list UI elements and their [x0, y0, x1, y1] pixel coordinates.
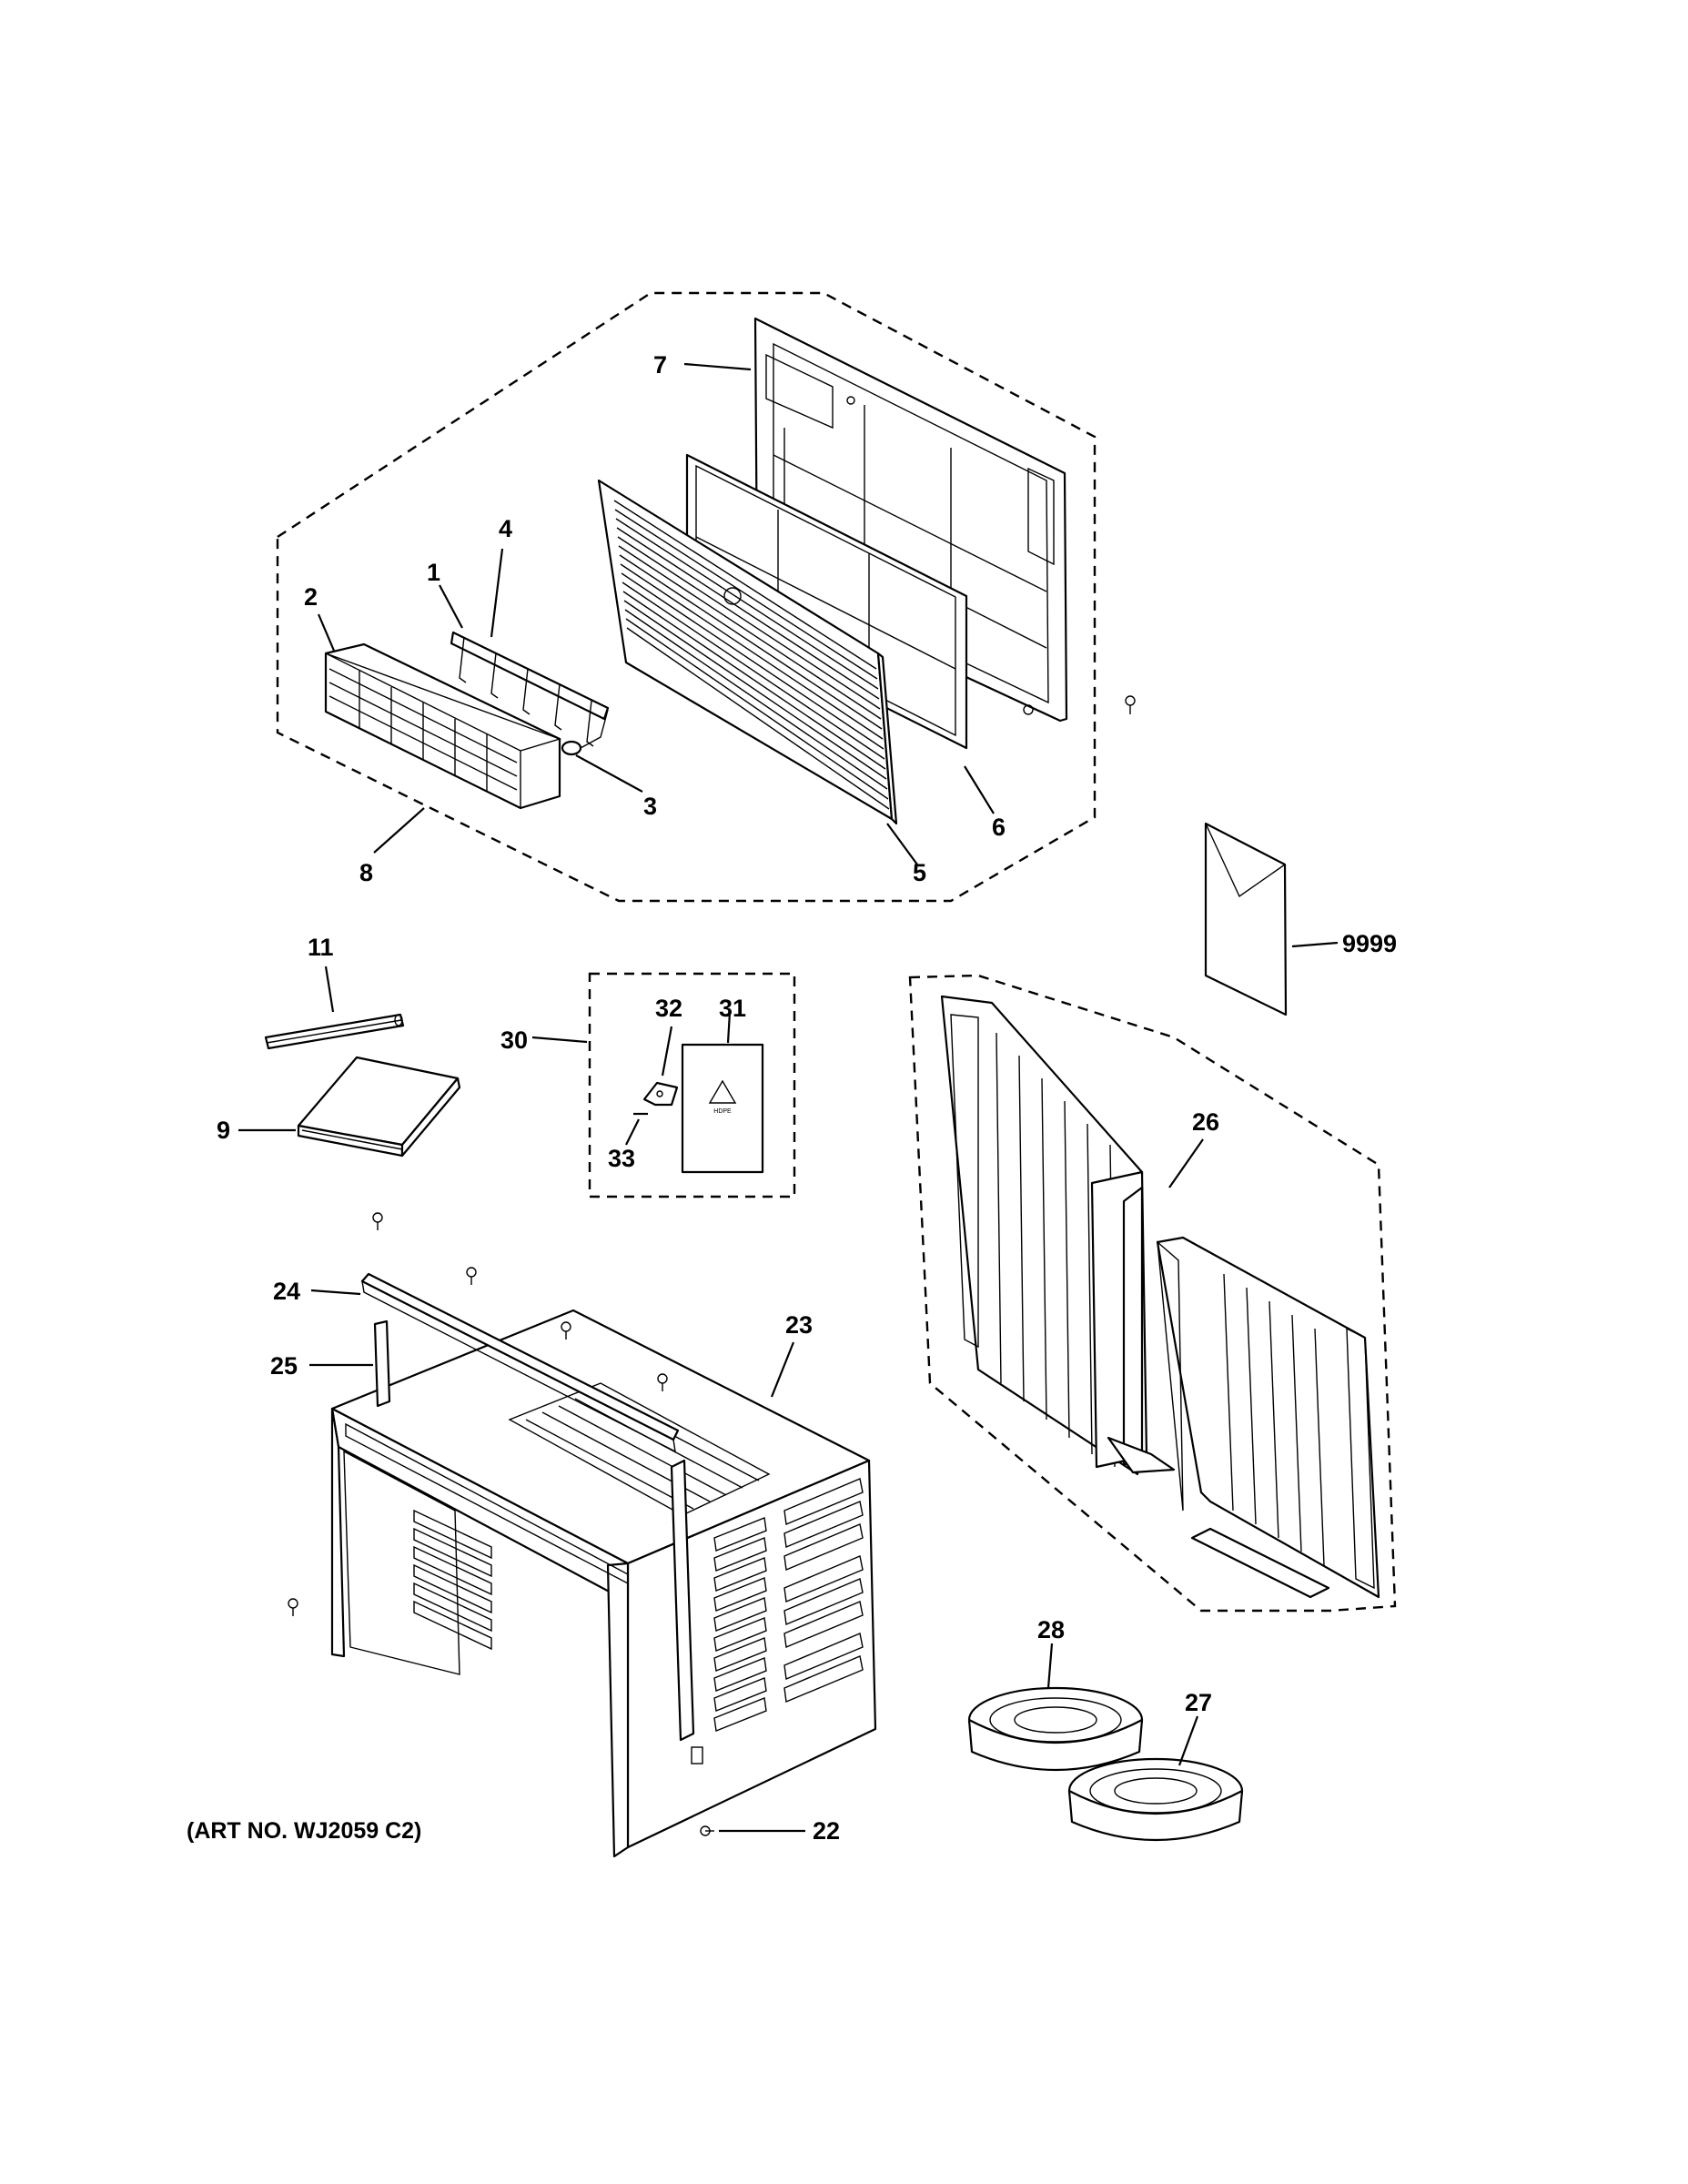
grille-assembly-group-outline [276, 291, 1097, 903]
label-33: 33 [608, 1145, 635, 1172]
label-7: 7 [653, 351, 667, 379]
label-1: 1 [427, 559, 440, 586]
part-11-foam-strip [264, 1013, 405, 1050]
part-31-recycle-label: HDPE [681, 1043, 764, 1174]
label-25: 25 [270, 1352, 298, 1380]
part-27-foam-seal [1067, 1757, 1244, 1842]
label-kit-group-outline [588, 972, 796, 1198]
label-9: 9 [217, 1117, 230, 1144]
screw-icon [288, 1212, 714, 1836]
recycle-icon: HDPE [708, 1079, 737, 1115]
part-9-foam-pad [297, 1056, 461, 1158]
label-9999: 9999 [1342, 930, 1397, 957]
label-5: 5 [913, 859, 926, 886]
label-27: 27 [1185, 1689, 1212, 1716]
label-23: 23 [785, 1311, 813, 1339]
part-26-left-curtain [940, 995, 1176, 1476]
svg-text:HDPE: HDPE [713, 1108, 732, 1115]
label-26: 26 [1192, 1108, 1219, 1136]
label-3: 3 [643, 793, 657, 820]
label-24: 24 [273, 1278, 300, 1305]
part-28-foam-seal [967, 1686, 1144, 1772]
part-24-top-rail [360, 1272, 680, 1453]
part-25-side-rail [373, 1320, 391, 1408]
label-31: 31 [719, 995, 746, 1022]
label-28: 28 [1037, 1616, 1065, 1643]
label-22: 22 [813, 1817, 840, 1845]
part-3-motor [561, 709, 609, 756]
label-30: 30 [500, 1026, 528, 1054]
part-7-front-frame [753, 317, 1068, 723]
side-curtain-group-outline [908, 974, 1397, 1613]
label-6: 6 [992, 814, 1006, 841]
part-32-clip [642, 1081, 679, 1107]
art-number: (ART NO. WJ2059 C2) [187, 1818, 421, 1844]
part-25-side-rail-right [670, 1459, 695, 1742]
part-26-right-curtain [1156, 1236, 1380, 1599]
screw-icon [1125, 695, 1136, 714]
part-5-front-grille [597, 479, 898, 825]
part-2-louver [324, 642, 562, 810]
part-9999-manual [1204, 822, 1288, 1016]
label-8: 8 [359, 859, 373, 886]
part-4-vane-linkage [450, 631, 610, 747]
label-11: 11 [308, 934, 334, 961]
label-4: 4 [499, 515, 512, 542]
label-32: 32 [655, 995, 682, 1022]
label-2: 2 [304, 583, 318, 611]
